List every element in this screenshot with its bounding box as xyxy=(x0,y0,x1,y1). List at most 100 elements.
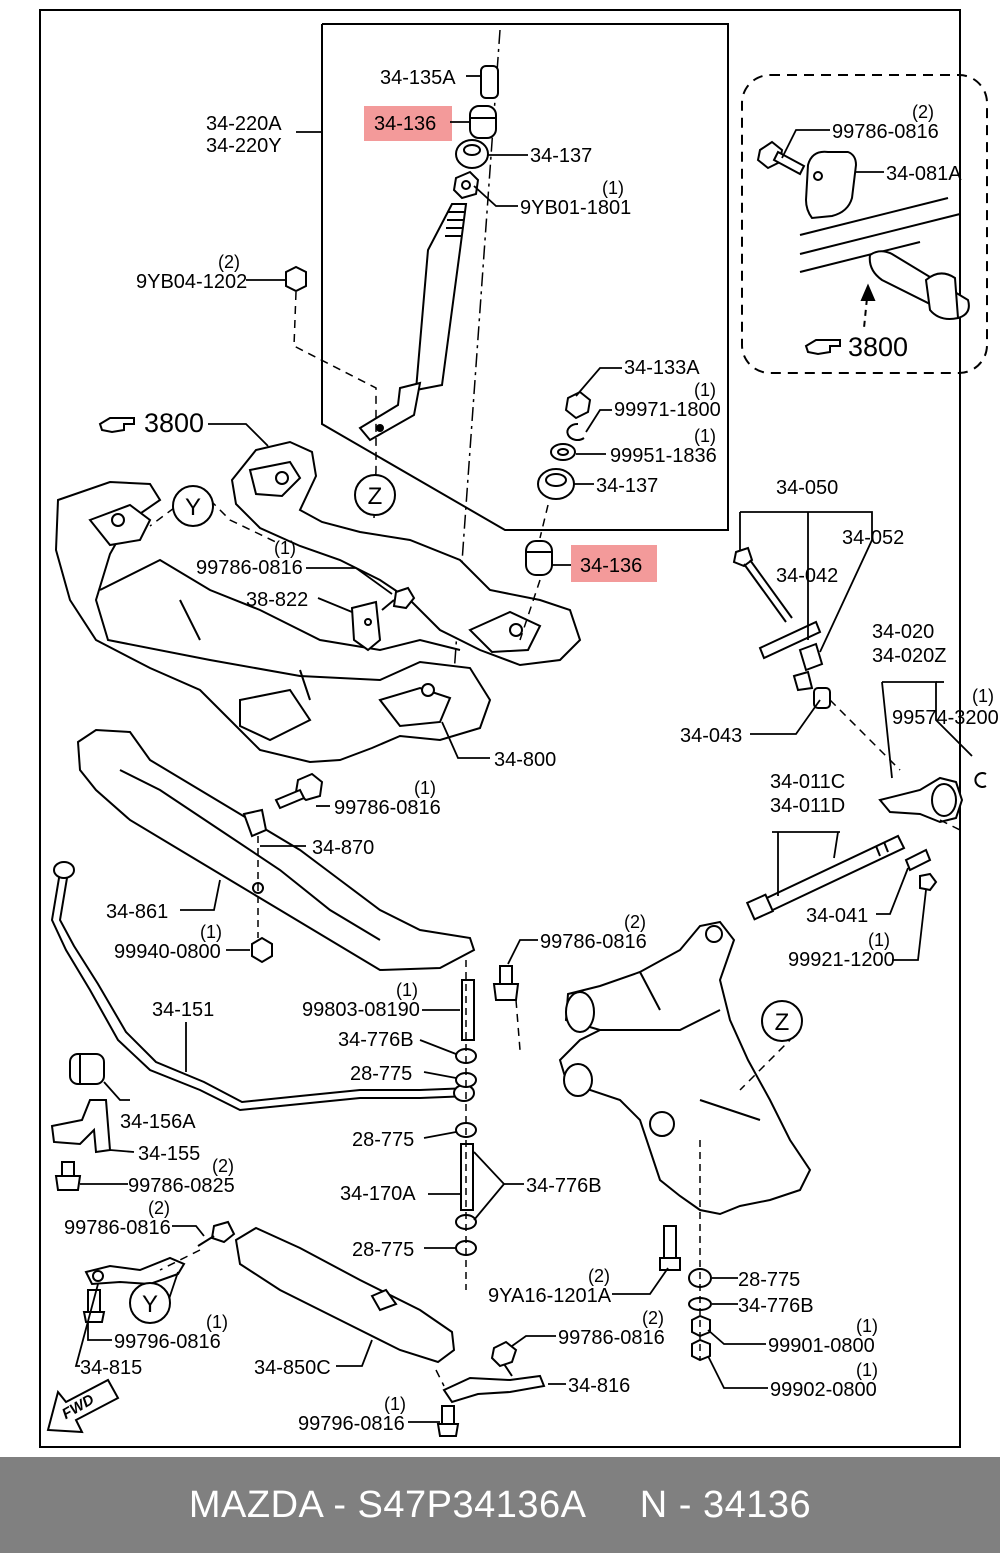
label-34-135A: 34-135A xyxy=(380,67,456,89)
label-34-776B-c: 34-776B xyxy=(738,1295,814,1317)
footer-part-number: S47P34136A xyxy=(357,1483,585,1526)
label-34-870: 34-870 xyxy=(312,837,374,859)
footer-ref-prefix: N xyxy=(639,1483,668,1526)
part-stabilizer-link-stack xyxy=(455,979,477,1256)
label-28-775-b: 28-775 xyxy=(352,1129,414,1151)
part-34-081A-plate xyxy=(804,150,858,220)
qty-9YA16-1201A: (2) xyxy=(588,1266,610,1286)
label-99803-08190: 99803-08190 xyxy=(302,999,420,1021)
qty-99786-0816-e: (2) xyxy=(642,1308,664,1328)
label-99786-0816-box: 99786-0816 xyxy=(832,121,939,143)
part-upper-arm-and-knuckle xyxy=(558,920,812,1216)
part-lower-stack xyxy=(688,1268,712,1362)
label-28-775-a: 28-775 xyxy=(350,1063,412,1085)
footer-separator-2: - xyxy=(667,1483,703,1526)
part-34-050-bolt xyxy=(732,546,793,623)
label-34-776B-a: 34-776B xyxy=(338,1029,414,1051)
label-3800-main: 3800 xyxy=(144,408,204,438)
label-34-136-mid: 34-136 xyxy=(580,555,642,577)
torsion-assembly-box xyxy=(321,23,729,531)
torsion-centerline xyxy=(449,29,501,731)
quantity-labels: (1) (2) (2) (1) (1) (1) (1) (1) (1) (2) … xyxy=(148,102,994,1414)
label-99574-3200: 99574-3200 xyxy=(892,707,999,729)
part-3800-front-frame xyxy=(54,440,582,764)
part-99786-0816-a-bolt xyxy=(381,586,416,611)
part-34-041-pin xyxy=(904,848,932,872)
part-99796-0816-b-bolt xyxy=(436,1405,460,1437)
part-99786-0816-box-bolt xyxy=(756,140,806,176)
part-34-137-top-washer xyxy=(455,139,489,169)
part-99971-1800-clip xyxy=(566,422,585,441)
part-99786-0825-bolt xyxy=(54,1161,82,1191)
part-34-816-link xyxy=(442,1374,546,1404)
qty-9YB04-1202: (2) xyxy=(218,252,240,272)
label-9YB01-1801: 9YB01-1801 xyxy=(520,197,631,219)
part-99921-1200-nut xyxy=(919,872,938,892)
part-34-220A-torsion-bar xyxy=(358,203,468,442)
label-28-775-c: 28-775 xyxy=(352,1239,414,1261)
label-99951-1836: 99951-1836 xyxy=(610,445,717,467)
part-99786-0816-d-bolt xyxy=(197,1220,236,1247)
label-3800-box: 3800 xyxy=(848,332,908,362)
highlight-34-136-top xyxy=(364,106,452,141)
label-34-081A: 34-081A xyxy=(886,163,962,185)
label-38-822: 38-822 xyxy=(246,589,308,611)
callout-z-top-text: Z xyxy=(368,483,383,510)
label-34-800: 34-800 xyxy=(494,749,556,771)
qty-99786-0816-c: (2) xyxy=(624,912,646,932)
part-34-136-mid-bushing xyxy=(525,540,553,576)
qty-99796-0816-b: (1) xyxy=(384,1394,406,1414)
label-99971-1800: 99971-1800 xyxy=(614,399,721,421)
qty-99786-0816-box: (2) xyxy=(912,102,934,122)
qty-99803-08190: (1) xyxy=(396,980,418,1000)
label-99921-1200: 99921-1200 xyxy=(788,949,895,971)
part-labels: 34-135A 34-136 34-137 9YB01-1801 34-220A… xyxy=(64,67,999,1435)
part-34-850C-shield xyxy=(234,1226,456,1364)
footer-gap xyxy=(584,1484,639,1526)
label-99786-0816-a: 99786-0816 xyxy=(196,557,303,579)
leader-9YB04-1202 xyxy=(293,291,377,470)
label-34-050: 34-050 xyxy=(776,477,838,499)
label-34-020Z: 34-020Z xyxy=(872,645,947,667)
callout-y-bottom: Y xyxy=(129,1282,171,1324)
fwd-arrow-icon xyxy=(46,1378,120,1434)
label-34-020: 34-020 xyxy=(872,621,934,643)
part-99940-0800-nut xyxy=(251,936,273,964)
qty-99786-0816-d: (2) xyxy=(148,1198,170,1218)
leader-lines xyxy=(74,75,973,1423)
label-34-220Y: 34-220Y xyxy=(206,135,282,157)
part-34-815-link xyxy=(84,1256,186,1286)
label-34-850C: 34-850C xyxy=(254,1357,331,1379)
label-34-816: 34-816 xyxy=(568,1375,630,1397)
label-99796-0816-a: 99796-0816 xyxy=(114,1331,221,1353)
label-9YB04-1202: 9YB04-1202 xyxy=(136,271,247,293)
part-34-052-adjuster xyxy=(792,642,824,692)
label-34-151: 34-151 xyxy=(152,999,214,1021)
callout-z-bottom: Z xyxy=(761,1000,803,1042)
qty-99786-0816-a: (1) xyxy=(274,538,296,558)
part-34-861-shield xyxy=(76,728,476,972)
part-99786-0816-c-bolt xyxy=(492,965,520,1001)
part-99786-0816-e-bolt xyxy=(490,1340,518,1377)
part-34-151-stabilizer xyxy=(50,861,475,1112)
label-34-137-mid: 34-137 xyxy=(596,475,658,497)
part-99796-0816-a-bolt xyxy=(82,1289,106,1323)
label-34-011C: 34-011C xyxy=(770,771,845,793)
detail-view-box xyxy=(741,74,988,374)
label-34-041: 34-041 xyxy=(806,905,868,927)
label-99786-0816-e: 99786-0816 xyxy=(558,1327,665,1349)
part-99786-0816-b-bolt xyxy=(274,772,324,810)
qty-99971-1800: (1) xyxy=(694,380,716,400)
exploded-parts-diagram: Z Z Y Y FWD 34-135A 34-136 34-137 9YB01-… xyxy=(39,9,999,1448)
label-34-861: 34-861 xyxy=(106,901,168,923)
callout-z-top: Z xyxy=(354,474,396,516)
part-34-011C-shaft xyxy=(745,834,906,921)
label-34-137-top: 34-137 xyxy=(530,145,592,167)
label-99786-0816-d: 99786-0816 xyxy=(64,1217,171,1239)
label-28-775-d: 28-775 xyxy=(738,1269,800,1291)
qty-99951-1836: (1) xyxy=(694,426,716,446)
label-99786-0816-c: 99786-0816 xyxy=(540,931,647,953)
footer-ref-number: 34136 xyxy=(702,1483,812,1526)
callout-y-top-text: Y xyxy=(185,494,201,521)
